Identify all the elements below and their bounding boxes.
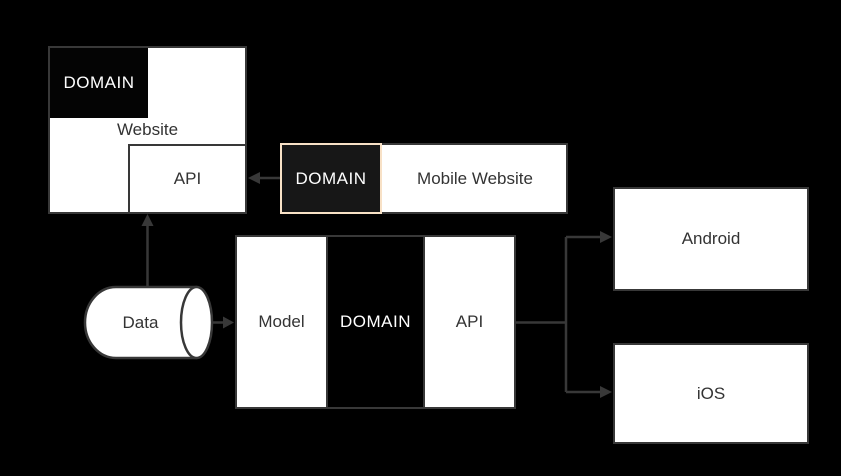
arrowhead-into-model — [223, 316, 234, 329]
data-cylinder-rim — [179, 285, 214, 360]
model-box: Model — [235, 235, 328, 409]
website-domain-label: DOMAIN — [63, 73, 135, 92]
website-label: Website — [116, 120, 179, 139]
ios-box: iOS — [613, 343, 809, 444]
backend-api-box: API — [423, 235, 516, 409]
mobile-website-label: Mobile Website — [417, 168, 533, 188]
backend-domain-box: DOMAIN — [328, 235, 423, 409]
data-store-label: Data — [122, 312, 159, 332]
android-label: Android — [681, 229, 741, 248]
data-cylinder-body — [83, 285, 198, 360]
website-api-label: API — [173, 169, 202, 188]
website-api-box: API — [128, 144, 247, 214]
backend-api-label: API — [455, 312, 484, 331]
arrowhead-into-website-api-left — [248, 172, 260, 184]
arrowhead-into-android — [600, 231, 612, 243]
arrowhead-into-ios — [600, 386, 612, 398]
model-label: Model — [258, 312, 305, 331]
mobile-domain-box: DOMAIN — [280, 143, 382, 214]
website-domain-box: DOMAIN — [50, 48, 148, 118]
arrowhead-into-website-api-bottom — [141, 214, 154, 226]
ios-label: iOS — [696, 383, 726, 403]
backend-domain-label: DOMAIN — [340, 312, 411, 331]
android-box: Android — [613, 187, 809, 291]
edge-backend-api-branch — [515, 235, 601, 394]
mobile-domain-label: DOMAIN — [295, 168, 367, 188]
